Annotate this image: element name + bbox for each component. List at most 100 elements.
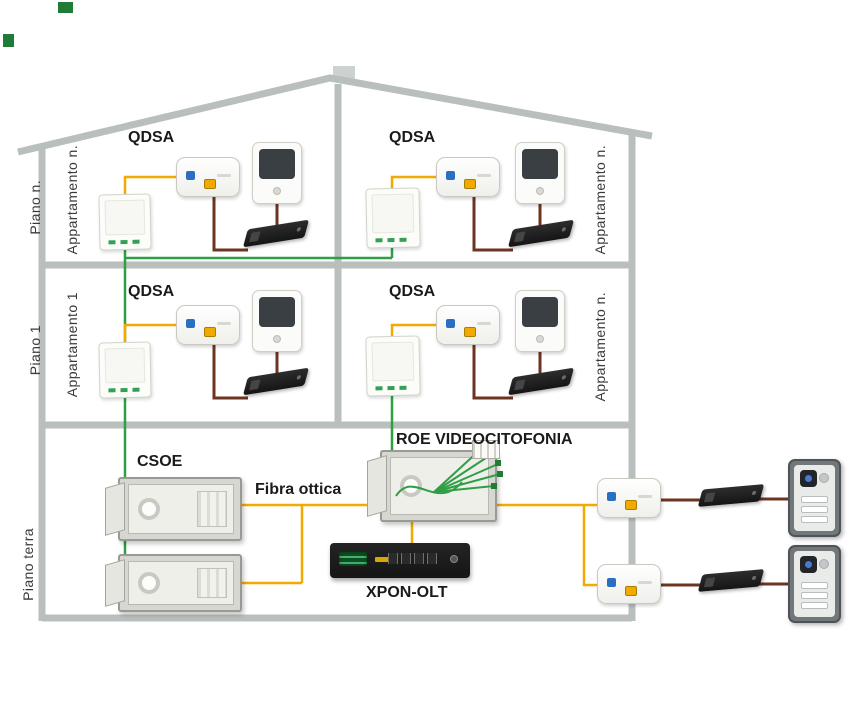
yellow-ont2-branch [582, 505, 598, 587]
call-button [801, 602, 828, 609]
ont-device [176, 305, 240, 345]
patch-block [472, 440, 500, 459]
door-entry-panel [788, 545, 841, 623]
csoe-splice-box [105, 477, 242, 541]
copper-ont-poe-mid-right [472, 344, 513, 400]
roof [17, 74, 653, 156]
panel-face [794, 465, 835, 531]
ont-device [436, 305, 500, 345]
floor-label-piano-terra: Piano terra [20, 528, 36, 601]
camera-icon [800, 556, 817, 573]
copper-ont-poe-top-left [212, 196, 248, 252]
chimney [333, 66, 355, 79]
decor-green-mark [58, 2, 73, 13]
box-cover [371, 341, 415, 382]
poe-port [703, 577, 716, 588]
apartment-label: Appartamento n. [592, 145, 608, 255]
call-buttons [794, 579, 835, 609]
fiber-strand [433, 453, 493, 493]
call-button [801, 496, 828, 503]
qdsa-wall-box [98, 193, 152, 251]
terminal-strip [108, 239, 141, 245]
fibra-ottica-label: Fibra ottica [255, 481, 342, 498]
box-cover [104, 347, 146, 384]
copper-ont-poe-top-right [472, 196, 513, 252]
monitor-button [536, 187, 544, 195]
ont-fiber-port [204, 327, 216, 337]
ont-vent-slot [477, 322, 491, 325]
box-lid [105, 482, 125, 536]
ont-fiber-port [464, 327, 476, 337]
ont-fiber-port [625, 586, 637, 596]
ont-vent-slot [477, 174, 491, 177]
ont-device [176, 157, 240, 197]
csoe-label: CSOE [137, 453, 183, 470]
ont-vent-slot [638, 495, 652, 498]
decor-green-mark [3, 34, 14, 47]
call-button [801, 592, 828, 599]
csoe-splice-box [105, 554, 242, 612]
ont-blue-port [607, 578, 616, 587]
panel-face [794, 551, 835, 617]
apartment-label: Appartamento n. [592, 292, 608, 402]
ont-vent-slot [217, 322, 231, 325]
ont-vent-slot [638, 581, 652, 584]
ont-fiber-port [464, 179, 476, 189]
fiber-connector [491, 483, 497, 489]
monitor-button [536, 335, 544, 343]
call-button [801, 506, 828, 513]
yellow-drop-mid-left [123, 323, 177, 344]
qdsa-label-mid-left: QDSA [128, 283, 175, 300]
decor-green-marks [3, 2, 73, 47]
ont-fiber-port [204, 179, 216, 189]
roe-splice-box [367, 440, 503, 522]
fiber-strand [433, 485, 495, 493]
qdsa-label-top-right: QDSA [389, 129, 436, 146]
yellow-drop-top-left [123, 175, 177, 196]
copper-ont-poe-mid-left [212, 344, 248, 400]
box-panel [128, 561, 234, 605]
olt-ports [388, 553, 440, 564]
monitor-button [273, 335, 281, 343]
monitor-screen [522, 297, 558, 327]
qdsa-wall-box [98, 341, 152, 399]
monitor-screen [259, 297, 295, 327]
monitor-button [273, 187, 281, 195]
door-entry-panel [788, 459, 841, 537]
xpon-olt-device [330, 543, 470, 578]
call-button [801, 582, 828, 589]
olt-display [339, 552, 367, 566]
fiber-strand [433, 463, 499, 493]
box-cover [104, 199, 146, 236]
terminal-strip [108, 387, 141, 393]
fiber-spool [138, 572, 160, 594]
ont-device [597, 478, 661, 518]
fiber-connector [497, 471, 503, 477]
fiber-strand [433, 473, 501, 493]
speaker-icon [819, 473, 829, 483]
olt-connector [450, 555, 458, 563]
copper-wires [212, 196, 793, 587]
fiber-connector [495, 460, 501, 466]
speaker-icon [819, 559, 829, 569]
ont-blue-port [186, 171, 195, 180]
qdsa-label-mid-right: QDSA [389, 283, 436, 300]
apartment-label: Appartamento n. [64, 145, 80, 255]
poe-led [296, 374, 302, 380]
ont-device [597, 564, 661, 604]
poe-port [249, 231, 261, 243]
intercom-monitor [252, 142, 302, 204]
floor-label-piano-1: Piano 1 [27, 325, 43, 376]
splice-trays [197, 491, 227, 527]
call-buttons [794, 493, 835, 523]
call-button [801, 516, 828, 523]
poe-port [514, 231, 526, 243]
box-cover [371, 193, 415, 234]
poe-port [249, 379, 261, 391]
camera-icon [800, 470, 817, 487]
poe-led [561, 374, 567, 380]
xpon-olt-label: XPON-OLT [366, 584, 448, 601]
ont-fiber-port [625, 500, 637, 510]
intercom-monitor [515, 142, 565, 204]
